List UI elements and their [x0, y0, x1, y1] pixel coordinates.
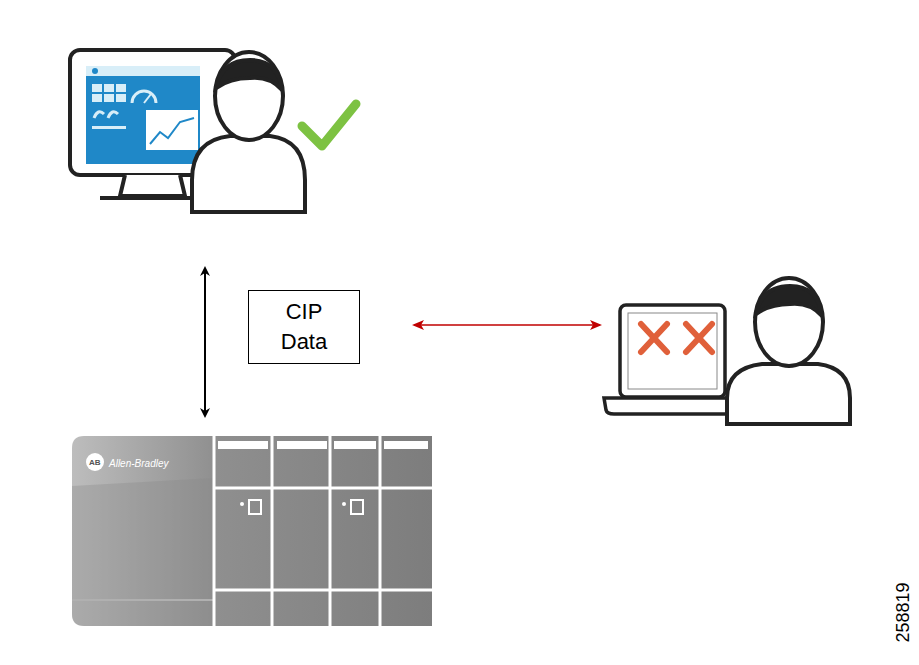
user-icon: [727, 278, 850, 424]
figure-number: 258819: [893, 582, 914, 642]
attack-arrow: [414, 324, 600, 326]
data-box: CIP Data: [248, 290, 360, 364]
user-icon: [192, 52, 305, 212]
check-mark: [302, 104, 356, 146]
cip-flow-arrow: [204, 268, 206, 416]
laptop-icon: [604, 305, 745, 414]
brand-label: Allen-Bradley: [109, 458, 168, 469]
box-text: CIP Data: [269, 297, 339, 356]
plc-chassis: [72, 436, 432, 626]
logo-text: AB: [89, 458, 101, 467]
